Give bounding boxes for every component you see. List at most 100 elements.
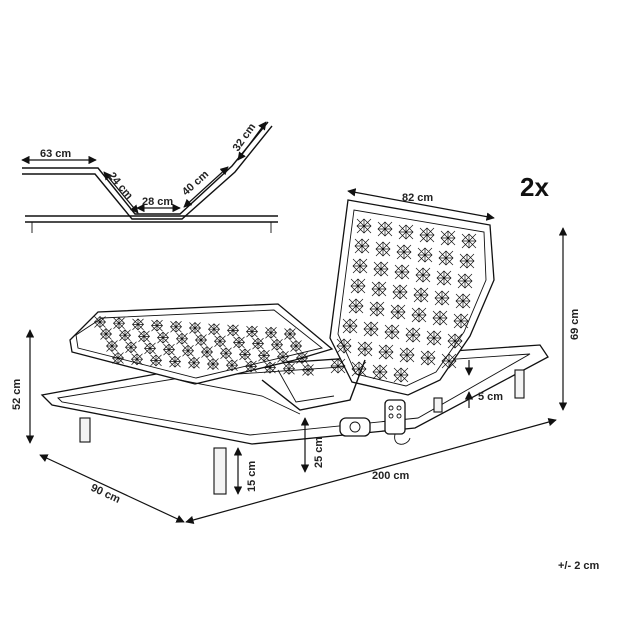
spring-cell xyxy=(265,326,277,339)
spring-cell xyxy=(415,267,431,283)
spring-cell xyxy=(258,349,270,362)
head-dimension-label: 63 cm xyxy=(40,148,71,160)
thigh-dimension-label: 40 cm xyxy=(180,168,211,198)
spring-cell xyxy=(394,264,410,280)
clearance-label: 25 cm xyxy=(313,437,325,468)
spring-cell xyxy=(182,344,194,357)
spring-cell xyxy=(226,359,238,372)
spring-cell xyxy=(284,328,296,340)
spring-cell xyxy=(131,353,143,366)
remote-control xyxy=(384,399,406,435)
leg-height-label: 15 cm xyxy=(246,461,258,492)
spring-cell xyxy=(169,355,181,368)
spring-cell xyxy=(138,330,150,343)
spring-cell xyxy=(419,227,435,243)
lift-mechanism-arm xyxy=(261,359,366,411)
seat-dimension-label: 28 cm xyxy=(142,196,173,208)
spring-cell xyxy=(176,332,188,345)
length-label: 200 cm xyxy=(372,470,410,482)
leg-front-center xyxy=(213,447,227,495)
profile-side-view: 63 cm 24 cm 28 cm 40 cm 32 cm xyxy=(21,121,278,233)
spring-cell xyxy=(447,333,463,349)
spring-cell xyxy=(283,362,295,375)
spring-cell xyxy=(239,348,251,361)
spring-cell xyxy=(377,221,393,237)
spring-cell xyxy=(125,341,137,354)
spring-cell xyxy=(112,352,124,364)
spring-cell xyxy=(411,307,427,323)
spring-cell xyxy=(227,324,239,337)
spring-cell xyxy=(163,343,175,356)
spring-cell xyxy=(396,244,412,260)
spring-cell xyxy=(246,325,258,338)
spring-cell xyxy=(392,284,408,300)
spring-cell xyxy=(372,364,388,380)
spring-cell xyxy=(440,230,456,246)
thigh-dimension-arrow xyxy=(183,166,229,208)
quantity-label: 2x xyxy=(520,172,549,202)
foot-slat-panel-inner xyxy=(75,309,324,379)
spring-cell xyxy=(277,350,289,363)
spring-cell xyxy=(371,281,387,297)
motor-unit xyxy=(339,417,371,437)
spring-cell xyxy=(384,324,400,340)
spring-cell xyxy=(356,218,372,234)
spring-cell xyxy=(150,354,162,367)
spring-cell xyxy=(405,327,421,343)
spring-cell xyxy=(434,290,450,306)
spring-cell xyxy=(207,358,219,370)
remote-button xyxy=(388,405,394,411)
frame-height-label: 5 cm xyxy=(478,391,503,403)
spring-cell xyxy=(264,361,276,374)
spring-cell xyxy=(354,238,370,254)
spring-cell xyxy=(420,350,436,366)
total-height-label: 52 cm xyxy=(11,379,23,410)
spring-cell xyxy=(417,247,433,263)
spring-cell xyxy=(369,301,385,317)
spring-cell xyxy=(296,352,308,364)
spring-cell xyxy=(438,250,454,266)
spring-cell xyxy=(208,323,220,336)
spring-cell xyxy=(119,329,131,342)
backrest-height-label: 69 cm xyxy=(569,309,581,340)
profile-slat-outline-inner xyxy=(22,125,273,220)
spring-cell xyxy=(330,358,346,374)
width-arrow xyxy=(39,454,185,523)
spring-cell xyxy=(151,319,163,332)
spring-cell xyxy=(201,346,213,358)
spring-cell xyxy=(189,322,201,334)
spring-cell xyxy=(393,367,409,383)
spring-cell xyxy=(94,316,106,328)
leg-mid-right xyxy=(433,397,443,413)
headrest-width-arrow xyxy=(347,188,495,221)
lift-mechanism-arm-inner xyxy=(277,369,335,403)
foot-spring-pattern xyxy=(94,316,314,376)
spring-cell xyxy=(378,344,394,360)
spring-cell xyxy=(352,258,368,274)
spring-cell xyxy=(342,318,358,334)
spring-cell xyxy=(436,270,452,286)
spring-cell xyxy=(350,278,366,294)
hip-dimension-label: 24 cm xyxy=(106,170,135,202)
spring-cell xyxy=(233,336,245,349)
spring-cell xyxy=(290,340,302,352)
hip-dimension-arrow xyxy=(103,171,139,214)
spring-cell xyxy=(348,298,364,314)
remote-button xyxy=(396,405,402,411)
bed-dimensions: 82 cm 69 cm 52 cm 5 cm 25 cm 15 cm 90 cm… xyxy=(11,188,581,525)
spring-cell xyxy=(441,353,457,369)
spring-cell xyxy=(455,293,471,309)
spring-cell xyxy=(375,241,391,257)
spring-cell xyxy=(157,331,169,344)
length-arrow xyxy=(185,417,557,525)
spring-cell xyxy=(399,347,415,363)
spring-cell xyxy=(245,360,257,373)
spring-cell xyxy=(100,328,112,340)
spring-cell xyxy=(113,317,125,330)
remote-cable xyxy=(394,433,411,445)
spring-cell xyxy=(214,335,226,348)
leg-front-left xyxy=(79,417,91,443)
spring-cell xyxy=(459,253,475,269)
